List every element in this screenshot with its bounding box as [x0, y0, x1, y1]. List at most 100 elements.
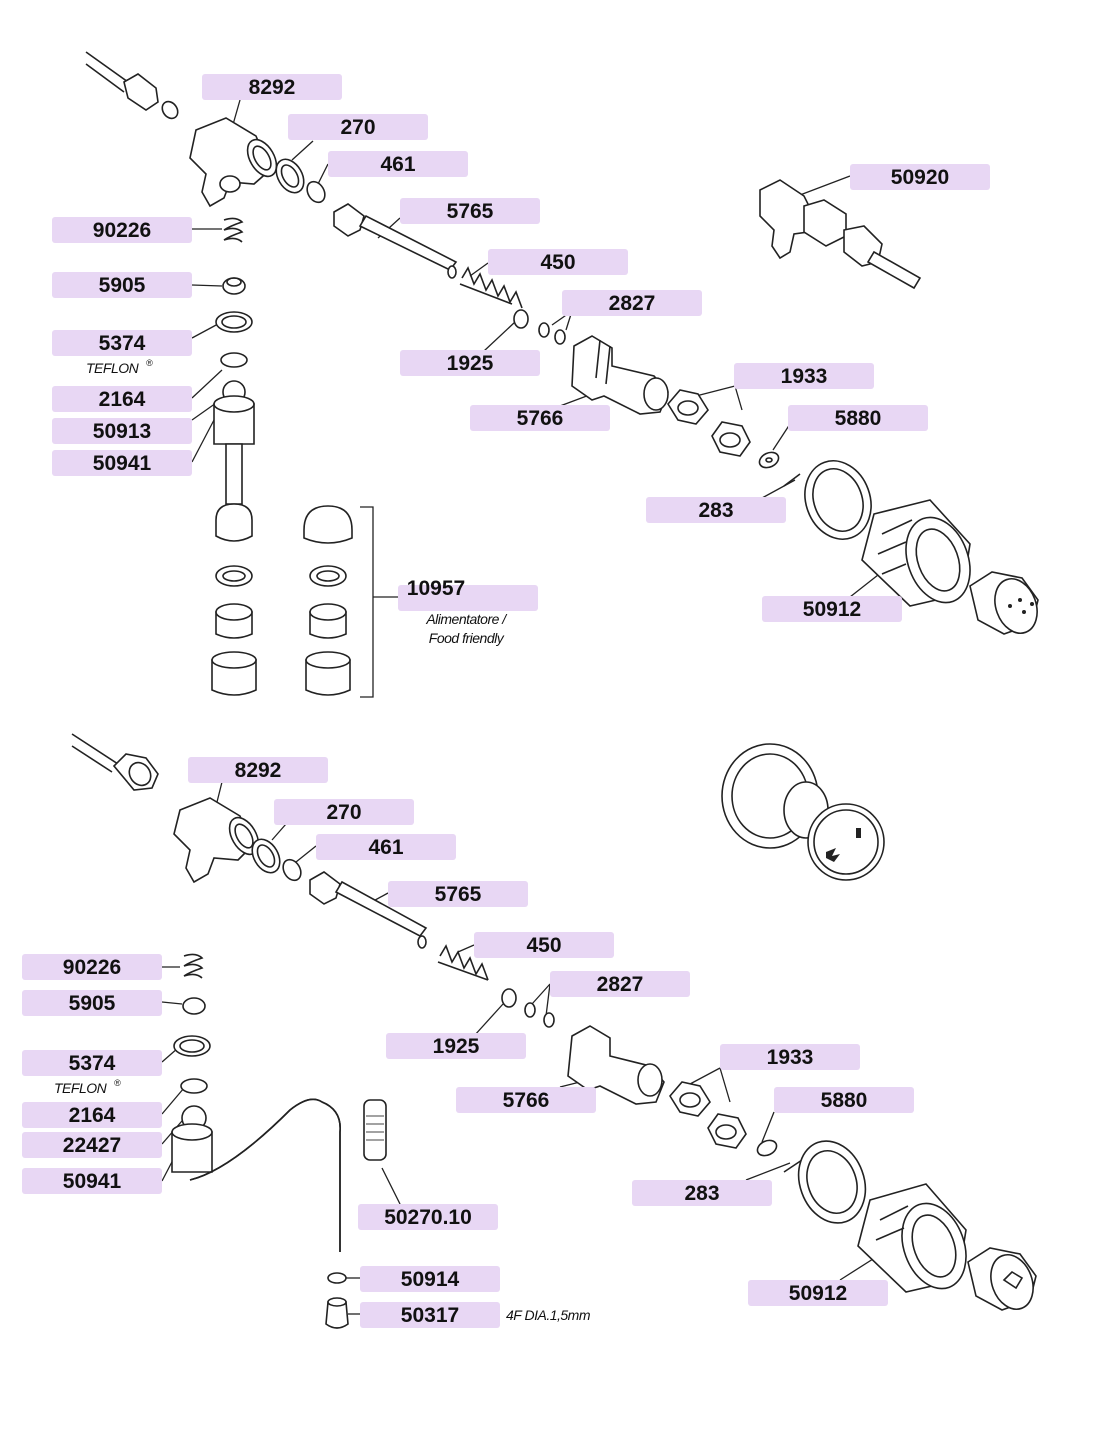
washer-1925 — [513, 309, 529, 329]
oring-50914 — [327, 1272, 347, 1284]
label-5765-bottom: 5765 — [435, 883, 482, 906]
label-90226-top: 90226 — [93, 219, 151, 242]
label-5905-top: 5905 — [99, 274, 146, 297]
oring-461-bottom — [282, 858, 302, 882]
locknut-1933b — [711, 421, 751, 457]
knob-50912-bottom — [857, 1183, 967, 1293]
label-90226-bottom: 90226 — [63, 956, 121, 979]
tips-kit-left — [211, 565, 257, 696]
cover-ring-bottom — [797, 1140, 867, 1224]
knob-cap-bottom — [967, 1247, 1037, 1311]
bottom-leader-lines — [161, 781, 885, 1315]
valve-stem — [333, 203, 458, 279]
feeder-note-line1: Alimentatore / — [425, 611, 508, 627]
spring-450 — [459, 266, 523, 309]
label-5880-bottom: 5880 — [821, 1089, 868, 1112]
label-1933-top: 1933 — [781, 365, 828, 388]
label-8292-bottom: 8292 — [235, 759, 282, 782]
label-8292-top: 8292 — [249, 76, 296, 99]
label-2827-top: 2827 — [609, 292, 656, 315]
label-22427: 22427 — [63, 1134, 121, 1157]
label-270-bottom: 270 — [326, 801, 361, 824]
teflon-note-top: TEFLON — [86, 360, 140, 376]
label-461-top: 461 — [380, 153, 415, 176]
seal-5374-bottom — [173, 1035, 211, 1057]
pin-283 — [783, 473, 801, 487]
label-270-top: 270 — [340, 116, 375, 139]
label-50912-top: 50912 — [803, 598, 861, 621]
label-1925-top: 1925 — [447, 352, 494, 375]
top-assembly: 8292 270 461 5765 450 2827 1925 5766 193… — [52, 51, 1039, 698]
feeder-note-line2: Food friendly — [429, 630, 505, 646]
ring-2827b — [554, 329, 566, 345]
label-10957: 10957 — [407, 577, 465, 600]
knob-cap — [969, 571, 1039, 635]
label-5765-top: 5765 — [447, 200, 494, 223]
label-2164-bottom: 2164 — [69, 1104, 116, 1127]
spring-90226-bottom — [183, 953, 204, 979]
elbow-valve-body — [189, 117, 278, 208]
valve-stem-bottom — [309, 871, 428, 949]
label-2164-top: 2164 — [99, 388, 146, 411]
assembled-knob-view — [721, 743, 885, 881]
label-283-bottom: 283 — [684, 1182, 719, 1205]
tips-kit-bracket — [360, 506, 374, 698]
label-5766-top: 5766 — [517, 407, 564, 430]
cap-5905-bottom — [182, 997, 206, 1015]
label-1933-bottom: 1933 — [767, 1046, 814, 1069]
registered-mark-top: ® — [146, 358, 153, 368]
steam-wand-top — [213, 380, 255, 542]
label-450-top: 450 — [540, 251, 575, 274]
nozzle-note: 4F DIA.1,5mm — [506, 1307, 591, 1323]
inlet-pipe — [85, 51, 179, 120]
oring-461 — [306, 180, 326, 204]
label-50270-10: 50270.10 — [384, 1206, 472, 1229]
label-1925-bottom: 1925 — [433, 1035, 480, 1058]
label-5905-bottom: 5905 — [69, 992, 116, 1015]
steam-wand-bottom — [171, 1098, 341, 1252]
label-2827-bottom: 2827 — [597, 973, 644, 996]
washer-5880-bottom — [756, 1139, 778, 1157]
spring-450-bottom — [437, 944, 489, 981]
locknut-1933a-bottom — [669, 1081, 711, 1117]
tip-50317 — [325, 1297, 349, 1329]
top-labels: 8292 270 461 5765 450 2827 1925 5766 193… — [52, 74, 990, 646]
label-283-top: 283 — [698, 499, 733, 522]
assembled-valve-50920 — [759, 179, 922, 290]
label-5374-top: 5374 — [99, 332, 146, 355]
spring-90226 — [223, 217, 244, 243]
bottom-assembly: 8292 270 461 5765 450 2827 1925 5766 193… — [22, 733, 1037, 1329]
label-50317: 50317 — [401, 1304, 459, 1327]
valve-body-5766 — [571, 335, 669, 415]
tips-kit-right — [303, 505, 353, 696]
elbow-valve-body-bottom — [173, 797, 260, 884]
ring-2827a-bottom — [524, 1002, 536, 1018]
seal-5374 — [215, 311, 253, 333]
label-50941-top: 50941 — [93, 452, 152, 475]
label-50914: 50914 — [401, 1268, 460, 1291]
label-461-bottom: 461 — [368, 836, 403, 859]
locknut-1933a — [667, 389, 709, 425]
inlet-pipe-bottom — [71, 733, 159, 791]
label-5766-bottom: 5766 — [503, 1089, 550, 1112]
nozzle-50270 — [363, 1099, 387, 1161]
bottom-labels: 8292 270 461 5765 450 2827 1925 5766 193… — [22, 757, 914, 1328]
label-5374-bottom: 5374 — [69, 1052, 116, 1075]
label-5880-top: 5880 — [835, 407, 882, 430]
oring-2164 — [220, 352, 248, 368]
label-50912-bottom: 50912 — [789, 1282, 847, 1305]
locknut-1933b-bottom — [707, 1113, 747, 1149]
valve-body-5766-bottom — [567, 1025, 665, 1105]
registered-mark-bottom: ® — [114, 1078, 121, 1088]
label-50941-bottom: 50941 — [63, 1170, 122, 1193]
ring-2827a — [538, 322, 550, 338]
label-50920: 50920 — [891, 166, 949, 189]
ring-2827b-bottom — [543, 1012, 555, 1028]
label-50913: 50913 — [93, 420, 151, 443]
label-450-bottom: 450 — [526, 934, 561, 957]
oring-2164-bottom — [180, 1078, 208, 1094]
washer-1925-bottom — [501, 988, 517, 1008]
knob-50912 — [861, 499, 971, 607]
teflon-note-bottom: TEFLON — [54, 1080, 108, 1096]
